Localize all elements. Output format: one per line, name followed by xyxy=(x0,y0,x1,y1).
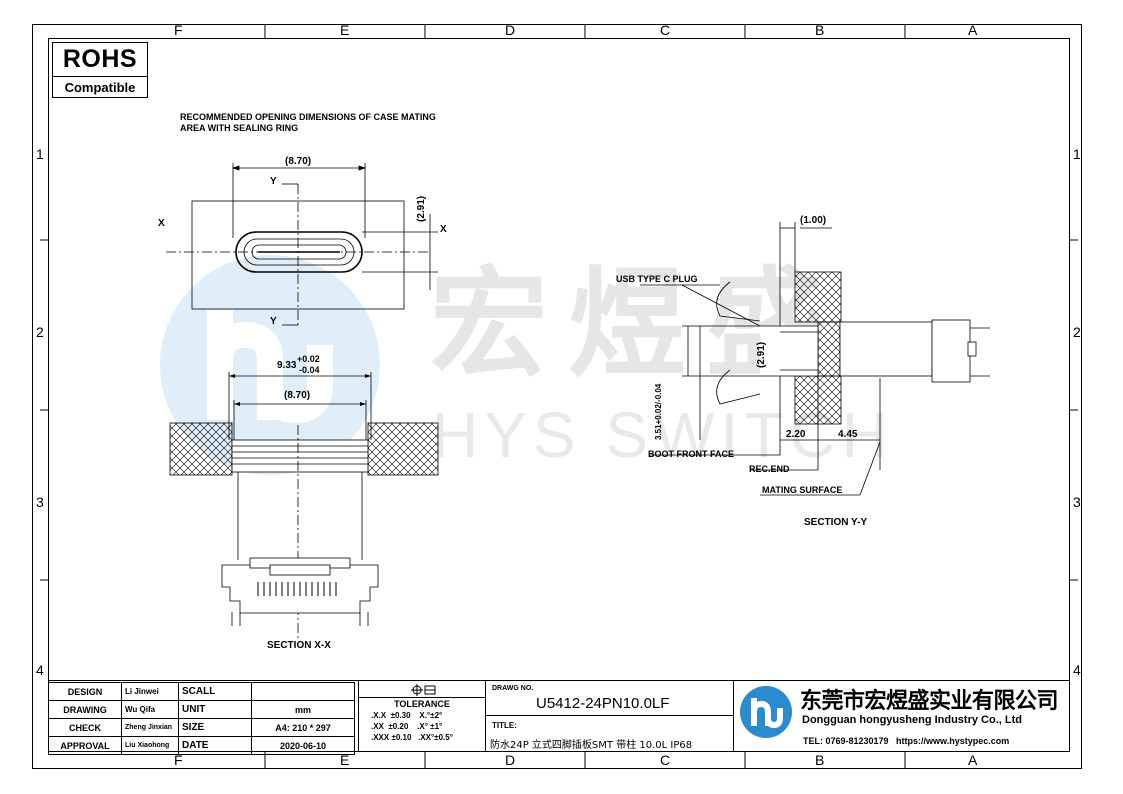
heading-line2: AREA WITH SEALING RING xyxy=(180,123,299,133)
zone-bottom-c: C xyxy=(660,752,671,768)
rohs-title: ROHS xyxy=(62,45,138,73)
zone-right-1: 1 xyxy=(1073,146,1081,162)
top-view-axis-x-left: X xyxy=(158,218,165,229)
section-yy-top-dim: (1.00) xyxy=(800,215,827,226)
signoff-table: DESIGN Li Jinwei SCALL DRAWING Wu Qifa U… xyxy=(48,682,355,755)
zone-left-3: 3 xyxy=(36,494,44,510)
zone-top-c: C xyxy=(660,22,671,38)
zone-right-4: 4 xyxy=(1073,662,1081,678)
section-yy-dim-a: 2.20 xyxy=(786,429,806,440)
tolerance-line: .XX ±0.20 .X° ±1° xyxy=(371,722,443,731)
drawing-no: U5412-24PN10.0LF xyxy=(536,695,670,712)
signoff-value xyxy=(251,682,355,701)
zone-left-2: 2 xyxy=(36,324,44,340)
zone-bottom-a: A xyxy=(968,752,978,768)
signoff-row: DRAWING Wu Qifa UNIT mm xyxy=(48,700,355,719)
section-xx-outer-minus: -0.04 xyxy=(299,365,320,375)
signoff-value: mm xyxy=(251,700,355,719)
section-xx-outer-dim: 9.33 xyxy=(277,360,297,371)
signoff-field: SCALL xyxy=(178,682,252,701)
company-contact: TEL: 0769-81230179 https://www.hystypec.… xyxy=(803,736,1010,746)
rohs-subtitle: Compatible xyxy=(64,80,136,95)
signoff-name: Zheng Jinxian xyxy=(121,718,179,737)
section-yy-boot-label: BOOT FRONT FACE xyxy=(648,449,734,459)
signoff-row: CHECK Zheng Jinxian SIZE A4: 210 * 297 xyxy=(48,718,355,737)
heading-line1: RECOMMENDED OPENING DIMENSIONS OF CASE M… xyxy=(180,112,436,122)
signoff-name: Li Jinwei xyxy=(121,682,179,701)
zone-left-4: 4 xyxy=(36,662,44,678)
section-yy-plug-label: USB TYPE C PLUG xyxy=(616,274,698,284)
company-logo-icon xyxy=(740,686,792,738)
section-yy-height-dim: (2.91) xyxy=(756,341,767,368)
company-name-cn: 东莞市宏煜盛实业有限公司 xyxy=(800,689,1059,714)
signoff-role: DRAWING xyxy=(48,700,122,719)
title-block-frame xyxy=(48,680,1070,752)
projection-symbol-icon xyxy=(411,684,436,696)
drawing-number-box: DRAWG NO. U5412-24PN10.0LF TITLE: 防水24P … xyxy=(486,681,734,752)
top-view-width-dim: (8.70) xyxy=(285,156,312,167)
top-view-axis-x-right: X xyxy=(440,224,447,235)
zone-right-3: 3 xyxy=(1073,494,1081,510)
signoff-role: APPROVAL xyxy=(48,736,122,755)
tolerance-heading: TOLERANCE xyxy=(394,699,450,709)
signoff-name: Liu Xiaohong xyxy=(121,736,179,755)
top-view-axis-y-bottom: Y xyxy=(270,316,277,327)
tolerance-line: .XXX ±0.10 .XX°±0.5° xyxy=(371,733,453,742)
zone-top-d: D xyxy=(505,22,516,38)
signoff-field: DATE xyxy=(178,736,252,755)
section-yy-caption: SECTION Y-Y xyxy=(804,517,868,528)
zone-top-e: E xyxy=(340,22,350,38)
section-xx-outer-plus: +0.02 xyxy=(297,354,320,364)
zone-top-f: F xyxy=(174,22,183,38)
signoff-name: Wu Qifa xyxy=(121,700,179,719)
rohs-badge: ROHS Compatible xyxy=(52,42,148,98)
drawing-border-inner xyxy=(48,38,1070,752)
drawing-no-label: DRAWG NO. xyxy=(492,685,534,692)
watermark-chinese: 宏煜盛 xyxy=(430,255,845,393)
zone-left-1: 1 xyxy=(36,146,44,162)
signoff-field: SIZE xyxy=(178,718,252,737)
drawing-border-outer xyxy=(32,24,1082,769)
signoff-field: UNIT xyxy=(178,700,252,719)
tolerance-box: TOLERANCE .X.X ±0.30 X.°±2° .XX ±0.20 .X… xyxy=(358,681,486,752)
signoff-value: 2020-06-10 xyxy=(251,736,355,755)
section-xx-caption: SECTION X-X xyxy=(267,640,331,651)
zone-bottom-e: E xyxy=(340,752,350,768)
tolerance-line: .X.X ±0.30 X.°±2° xyxy=(371,711,443,720)
signoff-role: DESIGN xyxy=(48,682,122,701)
signoff-value: A4: 210 * 297 xyxy=(251,718,355,737)
zone-top-b: B xyxy=(815,22,825,38)
signoff-row: DESIGN Li Jinwei SCALL xyxy=(48,682,355,701)
company-name-en: Dongguan hongyusheng Industry Co., Ltd xyxy=(802,714,1022,726)
signoff-role: CHECK xyxy=(48,718,122,737)
drawing-title: 防水24P 立式四脚插板SMT 带柱 10.0L IP68 xyxy=(490,740,693,751)
watermark-logo xyxy=(160,255,380,475)
section-yy-mating-label: MATING SURFACE xyxy=(762,485,843,495)
zone-right-2: 2 xyxy=(1073,324,1081,340)
zone-bottom-b: B xyxy=(815,752,825,768)
section-yy-vert-dim: 3.51+0.02/-0.04 xyxy=(654,383,663,440)
zone-top-a: A xyxy=(968,22,978,38)
zone-bottom-f: F xyxy=(174,752,183,768)
top-view-axis-y-top: Y xyxy=(270,176,277,187)
section-xx-inner-dim: (8.70) xyxy=(284,390,311,401)
section-yy-dim-b: 4.45 xyxy=(838,429,858,440)
zone-bottom-d: D xyxy=(505,752,516,768)
title-label: TITLE: xyxy=(492,721,517,730)
signoff-row: APPROVAL Liu Xiaohong DATE 2020-06-10 xyxy=(48,736,355,755)
section-yy-rec-label: REC.END xyxy=(749,464,790,474)
